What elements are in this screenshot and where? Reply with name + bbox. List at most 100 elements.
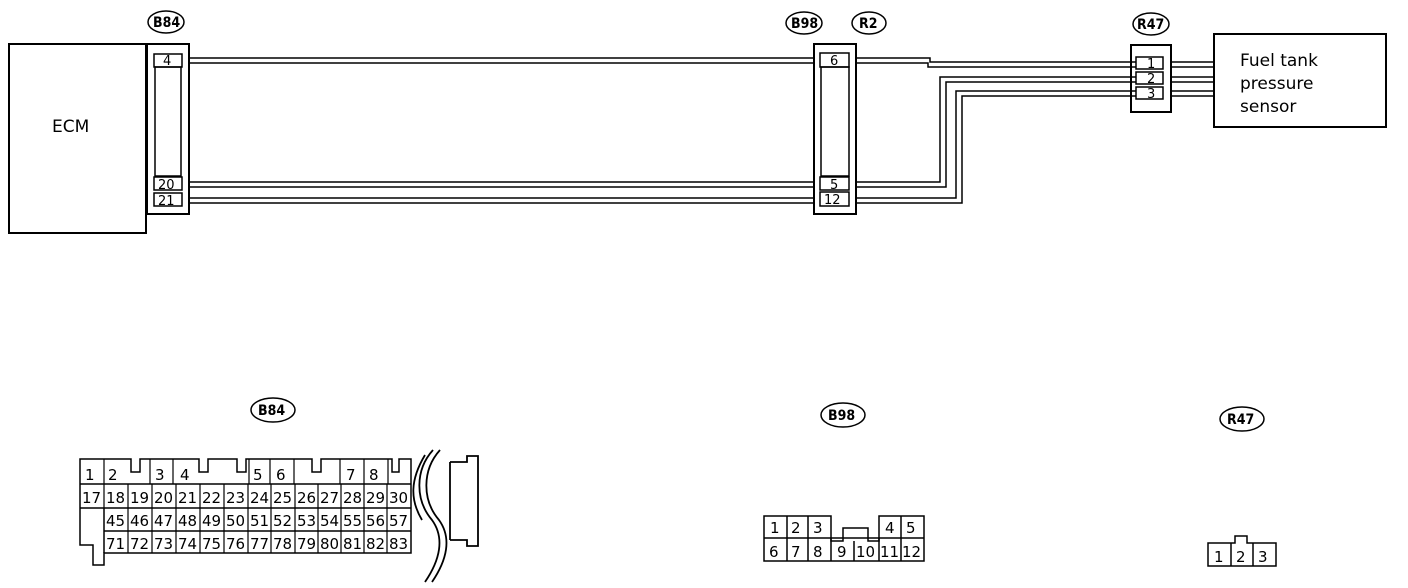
svg-text:9: 9 (837, 543, 847, 561)
wire-r2-6-to-r47-1 (856, 57, 1136, 68)
b84-pin-20 (153, 176, 183, 191)
b84-pin-4-label: 4 (163, 54, 171, 69)
svg-text:21: 21 (178, 489, 197, 507)
b84-face-row1-cells (103, 459, 389, 484)
svg-text:28: 28 (343, 489, 362, 507)
r2-oval-label: R2 (859, 16, 877, 32)
svg-text:79: 79 (297, 535, 316, 553)
svg-text:18: 18 (106, 489, 125, 507)
svg-text:72: 72 (130, 535, 149, 553)
r47-pin-3-label: 3 (1147, 87, 1155, 102)
svg-text:3: 3 (1258, 548, 1268, 566)
svg-text:1: 1 (1214, 548, 1224, 566)
svg-text:26: 26 (297, 489, 316, 507)
r47-face-row: 1 2 3 (1214, 548, 1268, 566)
svg-text:5: 5 (906, 519, 916, 537)
svg-text:19: 19 (130, 489, 149, 507)
b84-face-row2: 17 18 19 20 21 22 23 24 25 26 27 28 29 3… (82, 489, 408, 507)
b84-inner-strip (154, 66, 182, 177)
b84-face-oval (250, 397, 296, 423)
sensor-label-line-3: sensor (1240, 97, 1296, 117)
svg-text:20: 20 (154, 489, 173, 507)
svg-text:7: 7 (346, 466, 356, 484)
r47-pin-2 (1135, 71, 1164, 85)
svg-text:5: 5 (253, 466, 263, 484)
r47-pin-2-label: 2 (1147, 72, 1155, 87)
b84-harness-lock (412, 449, 479, 583)
svg-text:74: 74 (178, 535, 197, 553)
svg-text:30: 30 (389, 489, 408, 507)
svg-text:81: 81 (343, 535, 362, 553)
svg-text:71: 71 (106, 535, 125, 553)
svg-text:51: 51 (250, 512, 269, 530)
svg-text:1: 1 (85, 466, 95, 484)
svg-text:82: 82 (366, 535, 385, 553)
b84-face-row4: 71 72 73 74 75 76 77 78 79 80 81 82 83 (106, 535, 408, 553)
wire-b84-20-to-b98-5 (189, 181, 814, 188)
b84-pin-21 (153, 192, 183, 207)
svg-text:6: 6 (769, 543, 779, 561)
svg-text:3: 3 (155, 466, 165, 484)
wire-r2-12-to-r47-3 (856, 90, 1136, 204)
svg-text:29: 29 (366, 489, 385, 507)
b98-pin-5-label: 5 (830, 178, 838, 193)
svg-text:1: 1 (770, 519, 780, 537)
wire-r2-5-to-r47-2 (856, 76, 1136, 188)
r47-oval-label: R47 (1137, 17, 1164, 33)
b84-face-row3-cells (127, 508, 388, 553)
b98-oval (785, 11, 823, 35)
b84-face-view (79, 458, 412, 566)
svg-text:4: 4 (180, 466, 190, 484)
b98-pin-6 (819, 52, 850, 68)
svg-text:2: 2 (791, 519, 801, 537)
svg-text:17: 17 (82, 489, 101, 507)
r47-face-title: R47 (1227, 412, 1254, 428)
svg-text:76: 76 (226, 535, 245, 553)
r47-connector-body (1130, 44, 1172, 113)
svg-text:10: 10 (856, 543, 875, 561)
svg-text:8: 8 (369, 466, 379, 484)
svg-text:4: 4 (885, 519, 895, 537)
b98-oval-label: B98 (791, 16, 818, 32)
svg-text:2: 2 (108, 466, 118, 484)
svg-text:45: 45 (106, 512, 125, 530)
svg-text:83: 83 (389, 535, 408, 553)
r47-pin-1 (1135, 56, 1164, 70)
svg-text:23: 23 (226, 489, 245, 507)
b98-pin-12-label: 12 (824, 193, 841, 208)
svg-text:12: 12 (902, 543, 921, 561)
b84-face-row1: 1 2 3 4 5 6 7 8 (85, 466, 379, 484)
svg-text:46: 46 (130, 512, 149, 530)
svg-text:53: 53 (297, 512, 316, 530)
b84-oval-label: B84 (153, 15, 180, 31)
svg-text:24: 24 (250, 489, 269, 507)
svg-text:22: 22 (202, 489, 221, 507)
b98-face-row1: 1 2 3 4 5 (770, 519, 916, 537)
sensor-label-line-1: Fuel tank (1240, 51, 1318, 71)
svg-text:73: 73 (154, 535, 173, 553)
b98-pin-5 (819, 176, 850, 191)
svg-text:78: 78 (273, 535, 292, 553)
wire-b84-4-to-b98-6 (189, 57, 814, 64)
ecm-label: ECM (52, 117, 89, 137)
r2-oval (851, 11, 887, 35)
b98-face-row2: 6 7 8 9 10 11 12 (769, 543, 921, 561)
b98-pin-12 (819, 191, 850, 207)
svg-text:47: 47 (154, 512, 173, 530)
b84-pin-4 (153, 53, 183, 68)
svg-text:3: 3 (813, 519, 823, 537)
svg-text:56: 56 (366, 512, 385, 530)
fuel-tank-pressure-sensor-box (1213, 33, 1387, 128)
svg-text:52: 52 (273, 512, 292, 530)
svg-text:49: 49 (202, 512, 221, 530)
wire-r47-to-sensor (1171, 61, 1214, 97)
r47-oval (1132, 12, 1170, 36)
r47-face-oval (1219, 406, 1265, 432)
wire-b84-21-to-b98-12 (189, 197, 814, 204)
r47-face-view (1207, 535, 1277, 567)
b98-face-title: B98 (828, 408, 855, 424)
b98-face-view (763, 515, 925, 562)
svg-text:80: 80 (320, 535, 339, 553)
svg-text:6: 6 (276, 466, 286, 484)
b84-connector-body (146, 43, 190, 215)
